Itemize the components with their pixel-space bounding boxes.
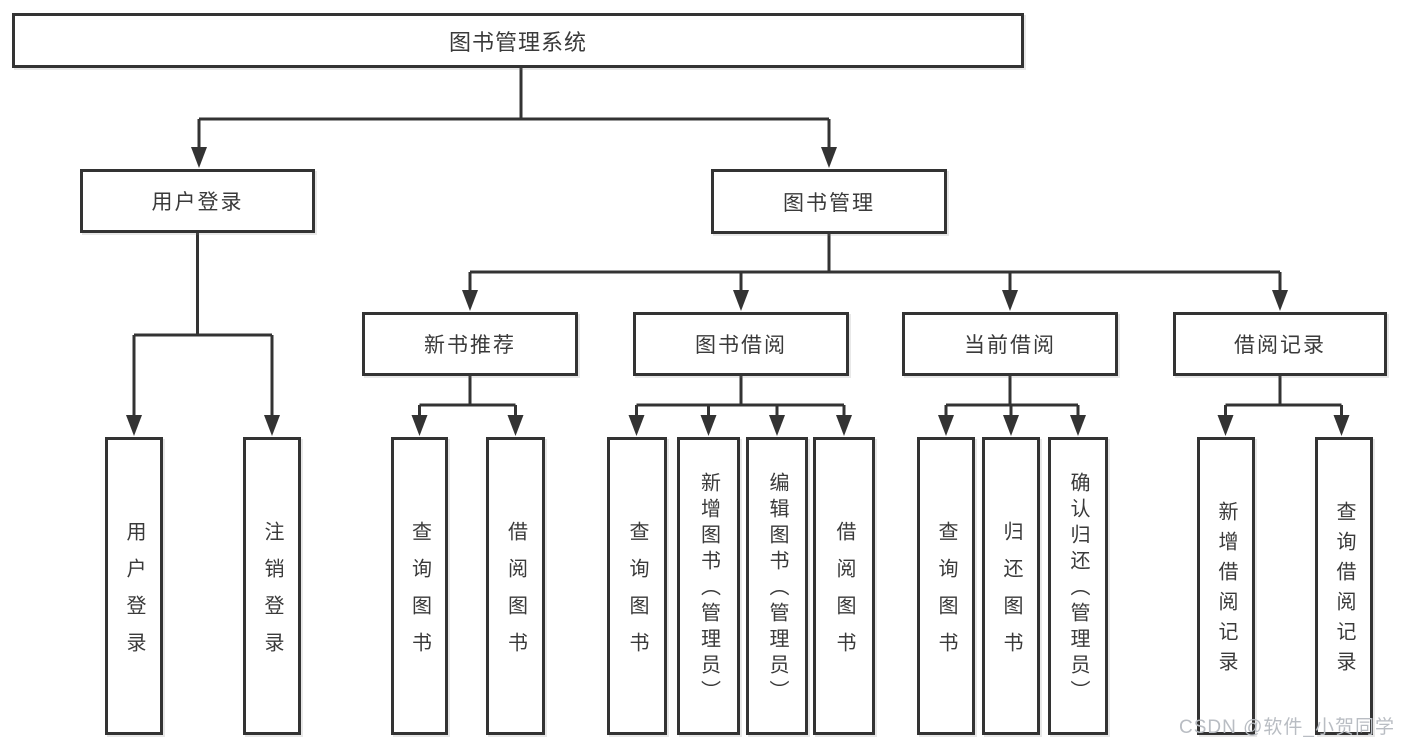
leaf-confirm-return-admin: 确认归还（管理员） — [1048, 437, 1108, 735]
node-library-system: 图书管理系统 — [12, 13, 1024, 68]
leaf-query-borrow-record: 查询借阅记录 — [1315, 437, 1373, 735]
leaf-query-books-borrow: 查询图书 — [607, 437, 667, 735]
node-current-borrow: 当前借阅 — [902, 312, 1118, 376]
leaf-add-books-admin: 新增图书（管理员） — [677, 437, 740, 735]
leaf-logout: 注销登录 — [243, 437, 301, 735]
leaf-query-books-current: 查询图书 — [917, 437, 975, 735]
leaf-borrow-books: 借阅图书 — [813, 437, 875, 735]
node-book-management: 图书管理 — [711, 169, 947, 234]
leaf-edit-books-admin: 编辑图书（管理员） — [746, 437, 808, 735]
leaf-user-login: 用户登录 — [105, 437, 163, 735]
leaf-add-borrow-record: 新增借阅记录 — [1197, 437, 1255, 735]
arrowhead-icons — [126, 147, 1350, 436]
node-user-login: 用户登录 — [80, 169, 315, 233]
leaf-query-books-recommend: 查询图书 — [391, 437, 448, 735]
node-borrow-records: 借阅记录 — [1173, 312, 1387, 376]
watermark: CSDN @软件_小贺同学 — [1179, 717, 1395, 738]
leaf-return-books: 归还图书 — [982, 437, 1040, 735]
leaf-borrow-books-recommend: 借阅图书 — [486, 437, 545, 735]
node-book-borrow: 图书借阅 — [633, 312, 849, 376]
node-new-book-recommend: 新书推荐 — [362, 312, 578, 376]
